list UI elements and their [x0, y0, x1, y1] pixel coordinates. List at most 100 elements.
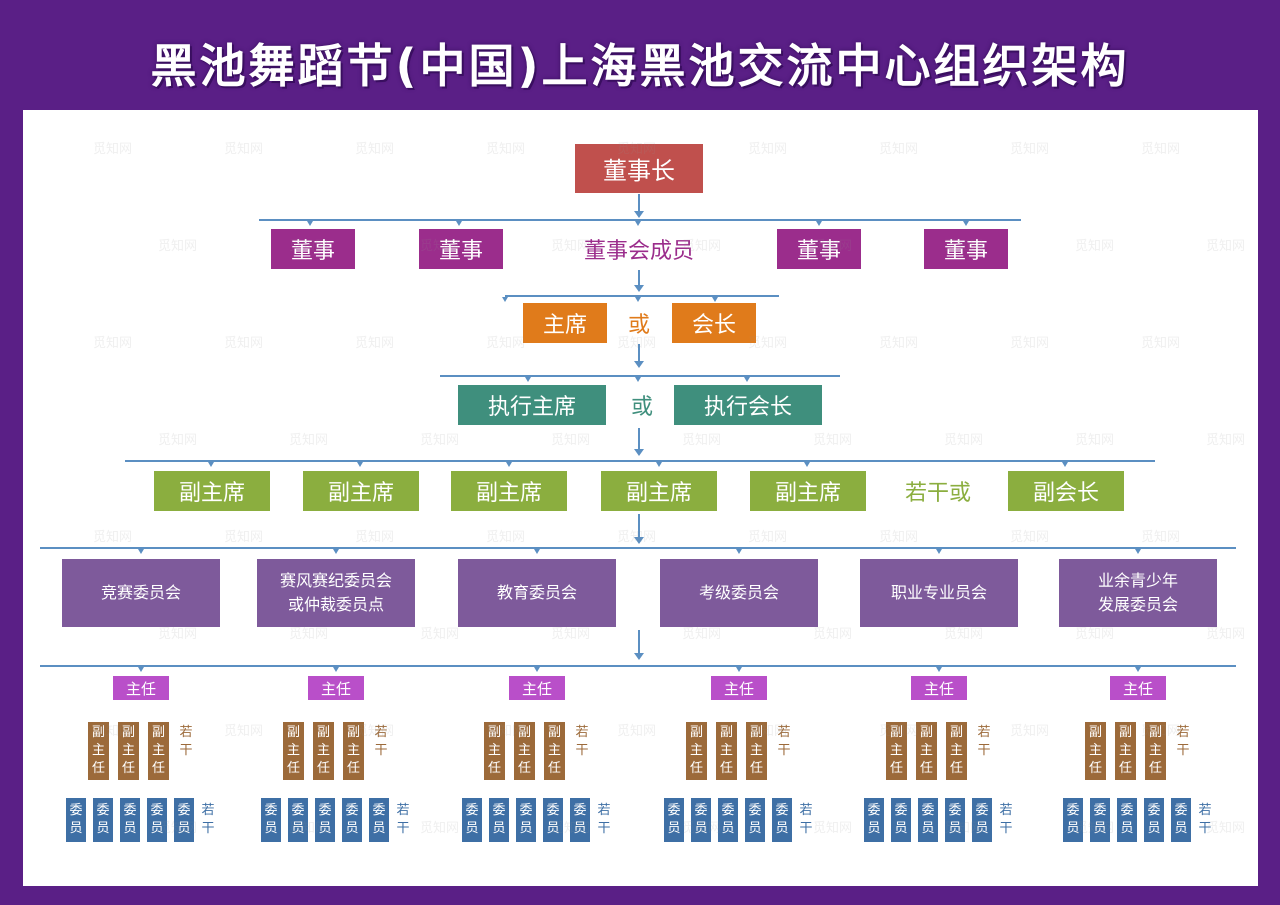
watermark: 觅知网 — [1075, 433, 1115, 448]
watermark: 觅知网 — [486, 724, 526, 739]
watermark: 觅知网 — [486, 336, 526, 351]
watermark: 觅知网 — [355, 142, 395, 157]
chairman-box: 董事长 — [575, 144, 703, 193]
watermark: 觅知网 — [1206, 239, 1246, 254]
vice-president-box: 副会长 — [1008, 471, 1124, 511]
connector-arrow — [634, 428, 644, 456]
connector-tick — [138, 667, 144, 672]
org-chart-panel: 董事长 董事 董事 董事会成员 董事 董事 主席 或 会长 执行主席 或 执行会… — [23, 110, 1258, 886]
several-label: 若干 — [597, 803, 611, 836]
vice-director-box: 副主任 — [886, 722, 907, 780]
member-box: 委员 — [489, 798, 509, 842]
connector-line — [440, 375, 840, 377]
president-box: 会长 — [672, 303, 756, 343]
watermark: 觅知网 — [1141, 530, 1181, 545]
executive-president-box: 执行会长 — [674, 385, 822, 425]
watermark: 觅知网 — [1206, 627, 1246, 642]
watermark: 觅知网 — [1141, 724, 1181, 739]
vice-chairman-box: 副主席 — [154, 471, 270, 511]
several-label: 若干 — [396, 803, 410, 836]
connector-arrow — [634, 270, 644, 292]
watermark: 觅知网 — [551, 627, 591, 642]
several-label: 若干 — [179, 725, 193, 758]
watermark: 觅知网 — [224, 336, 264, 351]
connector-tick — [1135, 667, 1141, 672]
member-box: 委员 — [342, 798, 362, 842]
watermark: 觅知网 — [879, 724, 919, 739]
watermark: 觅知网 — [813, 627, 853, 642]
connector-arrow — [634, 344, 644, 368]
watermark: 觅知网 — [355, 724, 395, 739]
vice-director-box: 副主任 — [716, 722, 737, 780]
vice-chairman-box: 副主席 — [601, 471, 717, 511]
watermark: 觅知网 — [748, 142, 788, 157]
watermark: 觅知网 — [1075, 627, 1115, 642]
vice-director-box: 副主任 — [1145, 722, 1166, 780]
several-label: 若干 — [201, 803, 215, 836]
director-label-box: 主任 — [509, 676, 565, 700]
connector-tick — [816, 221, 822, 226]
watermark: 觅知网 — [93, 724, 133, 739]
member-box: 委员 — [864, 798, 884, 842]
several-label: 若干 — [977, 725, 991, 758]
watermark: 觅知网 — [617, 530, 657, 545]
watermark: 觅知网 — [1010, 530, 1050, 545]
connector-tick — [1062, 462, 1068, 467]
director-label-box: 主任 — [113, 676, 169, 700]
director-label-box: 主任 — [911, 676, 967, 700]
member-box: 委员 — [462, 798, 482, 842]
connector-line — [40, 665, 1236, 667]
connector-tick — [736, 549, 742, 554]
watermark: 觅知网 — [682, 239, 722, 254]
watermark: 觅知网 — [486, 142, 526, 157]
vice-director-box: 副主任 — [484, 722, 505, 780]
or-label: 或 — [630, 395, 653, 420]
connector-tick — [635, 377, 641, 382]
watermark: 觅知网 — [1010, 336, 1050, 351]
connector-tick — [534, 667, 540, 672]
watermark: 觅知网 — [944, 433, 984, 448]
connector-tick — [736, 667, 742, 672]
watermark: 觅知网 — [813, 821, 853, 836]
vice-director-box: 副主任 — [148, 722, 169, 780]
board-members-label: 董事会成员 — [583, 239, 694, 264]
watermark: 觅知网 — [289, 433, 329, 448]
connector-tick — [333, 549, 339, 554]
connector-tick — [804, 462, 810, 467]
watermark: 觅知网 — [93, 336, 133, 351]
connector-tick — [138, 549, 144, 554]
watermark: 觅知网 — [1206, 821, 1246, 836]
member-box: 委员 — [918, 798, 938, 842]
member-box: 委员 — [1144, 798, 1164, 842]
vice-chairman-box: 副主席 — [750, 471, 866, 511]
committee-box: 赛风赛纪委员会 或仲裁委员点 — [257, 559, 415, 627]
member-box: 委员 — [1063, 798, 1083, 842]
watermark: 觅知网 — [420, 433, 460, 448]
member-box: 委员 — [315, 798, 335, 842]
connector-tick — [333, 667, 339, 672]
director-label-box: 主任 — [711, 676, 767, 700]
connector-tick — [456, 221, 462, 226]
vice-director-box: 副主任 — [1115, 722, 1136, 780]
watermark: 觅知网 — [748, 724, 788, 739]
committee-box: 考级委员会 — [660, 559, 818, 627]
watermark: 觅知网 — [617, 142, 657, 157]
watermark: 觅知网 — [1075, 239, 1115, 254]
watermark: 觅知网 — [158, 433, 198, 448]
watermark: 觅知网 — [551, 821, 591, 836]
watermark: 觅知网 — [879, 336, 919, 351]
watermark: 觅知网 — [748, 336, 788, 351]
member-box: 委员 — [174, 798, 194, 842]
member-box: 委员 — [972, 798, 992, 842]
several-label: 若干 — [1176, 725, 1190, 758]
watermark: 觅知网 — [682, 821, 722, 836]
member-box: 委员 — [570, 798, 590, 842]
member-box: 委员 — [288, 798, 308, 842]
connector-tick — [936, 549, 942, 554]
chairman-president-box: 主席 — [523, 303, 607, 343]
vice-director-box: 副主任 — [88, 722, 109, 780]
member-box: 委员 — [147, 798, 167, 842]
several-or-label: 若干或 — [904, 481, 971, 506]
director-label-box: 主任 — [1110, 676, 1166, 700]
watermark: 觅知网 — [224, 142, 264, 157]
